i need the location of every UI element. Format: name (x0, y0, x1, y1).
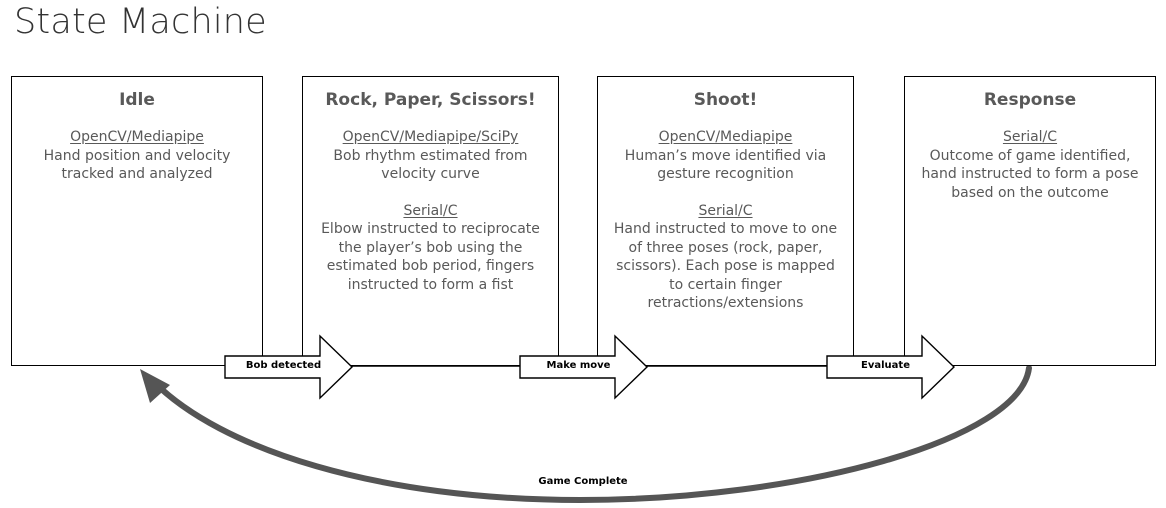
loop-label-game-complete: Game Complete (538, 476, 628, 487)
state-title: Rock, Paper, Scissors! (325, 90, 536, 110)
transition-label-make-move: Make move (546, 360, 611, 371)
tech-label: Serial/C (1002, 129, 1058, 145)
state-shoot: Shoot! OpenCV/Mediapipe Human’s move ide… (597, 76, 854, 366)
state-section: OpenCV/Mediapipe/SciPy Bob rhythm estima… (323, 128, 538, 184)
state-description: Bob rhythm estimated from velocity curve (333, 147, 528, 183)
transition-label-bob-detected: Bob detected (245, 360, 322, 371)
state-description: Human’s move identified via gesture reco… (624, 147, 827, 183)
state-section: Serial/C Outcome of game identified, han… (915, 128, 1145, 202)
state-section: Serial/C Hand instructed to move to one … (610, 202, 842, 313)
tech-label: OpenCV/Mediapipe (658, 129, 793, 145)
state-description: Hand position and velocity tracked and a… (43, 147, 231, 183)
state-rock-paper-scissors: Rock, Paper, Scissors! OpenCV/Mediapipe/… (302, 76, 559, 366)
tech-label: OpenCV/Mediapipe/SciPy (342, 129, 519, 145)
state-idle: Idle OpenCV/Mediapipe Hand position and … (11, 76, 263, 366)
state-title: Response (983, 90, 1077, 110)
loop-arrow (149, 365, 1032, 504)
state-section: OpenCV/Mediapipe Hand position and veloc… (30, 128, 245, 184)
state-response: Response Serial/C Outcome of game identi… (904, 76, 1156, 366)
state-description: Elbow instructed to reciprocate the play… (321, 221, 540, 293)
state-title: Shoot! (693, 90, 758, 110)
tech-label: OpenCV/Mediapipe (70, 129, 204, 145)
state-description: Outcome of game identified, hand instruc… (921, 147, 1139, 201)
transition-label-evaluate: Evaluate (861, 360, 910, 371)
tech-label: Serial/C (403, 202, 458, 219)
loop-arrowhead (140, 369, 170, 403)
state-description: Hand instructed to move to one of three … (613, 221, 838, 311)
page-title: State Machine (14, 2, 267, 42)
state-section: Serial/C Elbow instructed to reciprocate… (321, 202, 541, 295)
state-title: Idle (119, 90, 155, 110)
tech-label: Serial/C (698, 202, 753, 219)
state-section: OpenCV/Mediapipe Human’s move identified… (621, 128, 831, 184)
